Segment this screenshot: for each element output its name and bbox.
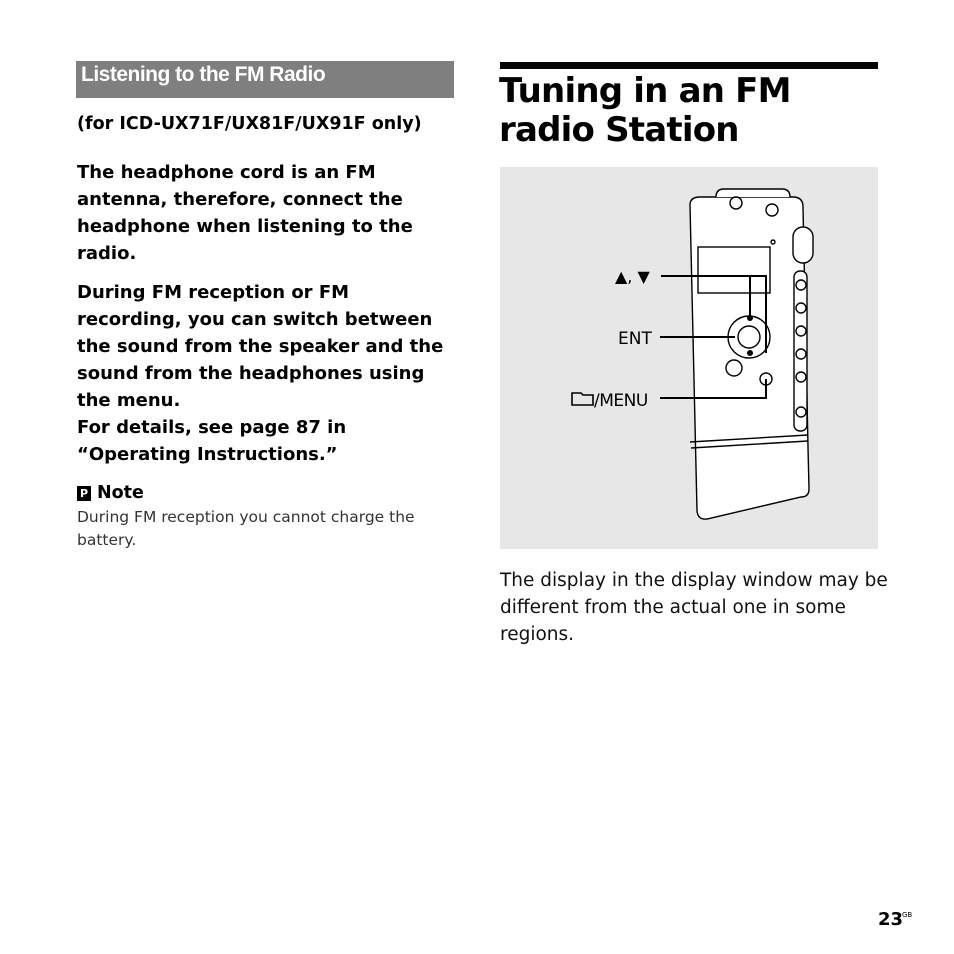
side-button-6 <box>795 406 807 418</box>
updown-leader-down <box>661 275 767 353</box>
display-window <box>697 246 771 294</box>
jack-right <box>765 203 779 217</box>
updown-label: ▲, ▼ <box>615 267 650 286</box>
figure-caption: The display in the display window may be… <box>500 570 888 645</box>
ent-label: ENT <box>618 329 652 349</box>
antenna-paragraph: The headphone cord is an FM antenna, the… <box>77 162 413 264</box>
stop-button <box>725 359 743 377</box>
ent-button <box>737 325 761 349</box>
menu-leader <box>660 379 767 399</box>
down-dot <box>747 350 753 356</box>
side-button-3 <box>795 325 807 337</box>
menu-label: /MENU <box>594 391 648 411</box>
body-seam <box>689 434 809 443</box>
section-tab: Listening to the FM Radio <box>76 61 454 98</box>
microphone-grille <box>792 226 814 264</box>
note-text: During FM reception you cannot charge th… <box>77 508 415 549</box>
jack-left <box>729 196 743 210</box>
side-button-1 <box>795 279 807 291</box>
top-jacks <box>715 188 791 198</box>
led-indicator <box>770 239 776 245</box>
recorder-illustration: ▲, ▼ ENT /MENU <box>571 188 814 520</box>
switch-sound-paragraph: During FM reception or FM recording, you… <box>77 282 444 411</box>
note-icon: P <box>77 485 91 501</box>
side-button-5 <box>795 371 807 383</box>
model-subhead: (for ICD-UX71F/UX81F/UX91F only) <box>77 114 422 134</box>
side-button-2 <box>795 302 807 314</box>
page-number: 23 <box>878 909 904 930</box>
body-seam-2 <box>690 440 809 449</box>
note-title: Note <box>97 483 144 503</box>
up-dot <box>747 315 753 321</box>
title-rule <box>500 62 878 69</box>
side-button-4 <box>795 348 807 360</box>
note-heading: P Note <box>77 482 459 504</box>
folder-icon <box>571 392 594 406</box>
left-column: (for ICD-UX71F/UX81F/UX91F only) The hea… <box>77 114 459 552</box>
device-figure: ▲, ▼ ENT /MENU <box>500 167 878 549</box>
page-title: Tuning in an FM radio Station <box>499 71 791 150</box>
details-paragraph: For details, see page 87 in “Operating I… <box>77 417 347 465</box>
page-suffix: GB <box>902 911 913 919</box>
